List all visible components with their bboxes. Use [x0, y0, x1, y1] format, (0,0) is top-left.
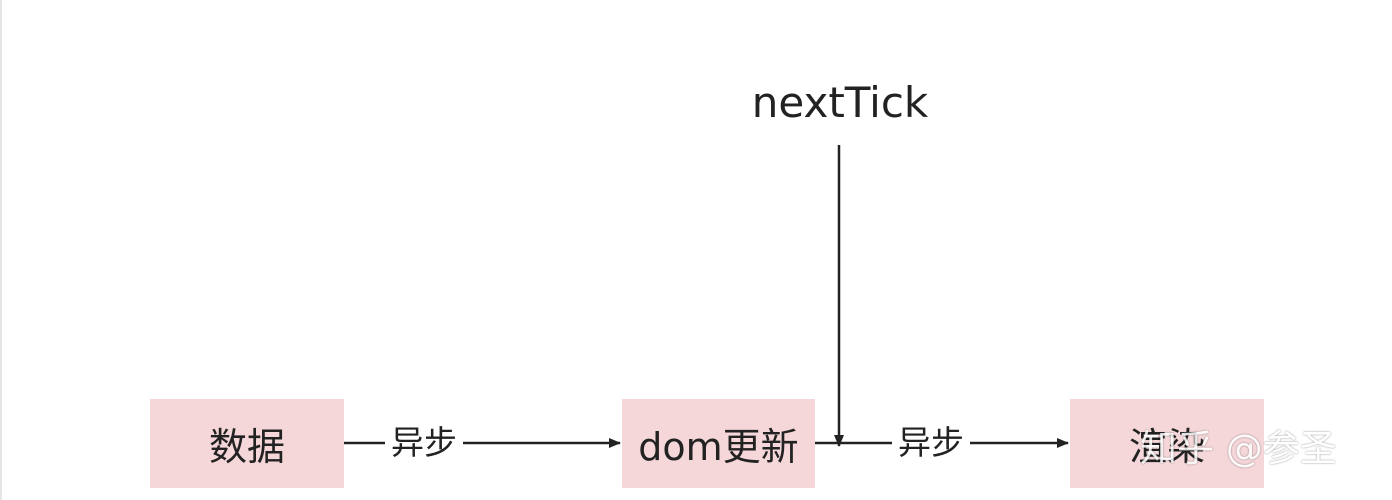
- node-data-label: 数据: [208, 425, 285, 469]
- edge-label-async-2: 异步: [892, 421, 970, 465]
- node-render-label: 渲染: [1128, 425, 1205, 469]
- watermark-text: 知乎 @参圣: [1140, 427, 1337, 470]
- node-dom-update-label: dom更新: [638, 425, 799, 469]
- nexttick-label: nextTick: [751, 78, 929, 127]
- edge-label-async-1: 异步: [385, 421, 463, 465]
- node-render: 渲染: [1070, 399, 1264, 488]
- node-dom-update: dom更新: [622, 399, 815, 488]
- node-data: 数据: [150, 399, 344, 488]
- left-border: [0, 0, 2, 500]
